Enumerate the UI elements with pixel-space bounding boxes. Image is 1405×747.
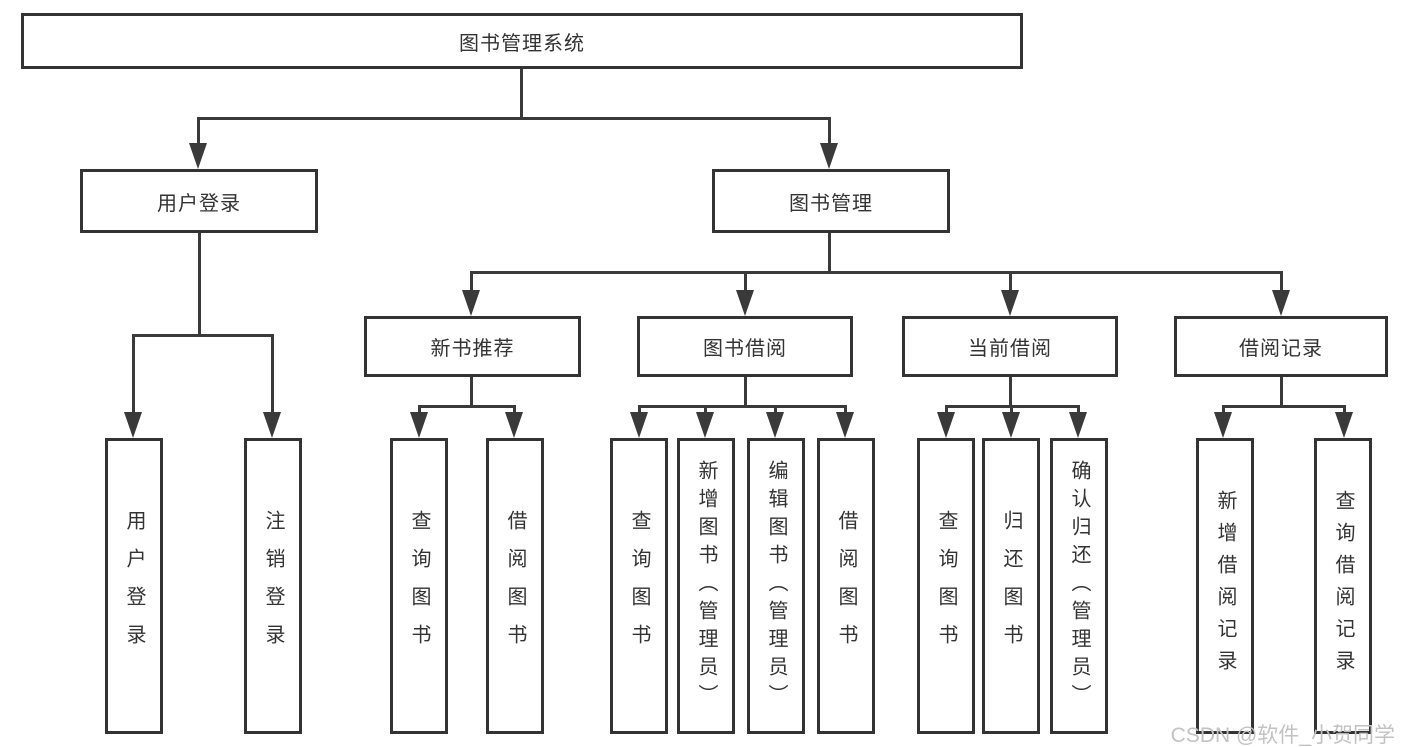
- node-cb-query-book-label: 查询图书: [935, 510, 957, 662]
- edge-to-bb-edit-book-shaft: [774, 405, 777, 415]
- edge-to-bb-query-book-shaft: [638, 405, 641, 415]
- node-borrow-records: 借阅记录: [1174, 316, 1388, 377]
- arrow-to-cb-query-book-icon: [937, 412, 955, 438]
- node-new-book-recommend: 新书推荐: [364, 316, 581, 377]
- arrow-to-br-add-record-icon: [1214, 412, 1232, 438]
- arrow-to-user-login-icon: [189, 143, 207, 169]
- node-cb-query-book: 查询图书: [917, 438, 975, 734]
- arrow-to-cb-return-book-icon: [1002, 412, 1020, 438]
- node-nbr-borrow-book: 借阅图书: [486, 438, 544, 734]
- node-cb-return-book-label: 归还图书: [1000, 510, 1022, 662]
- arrow-to-bb-borrow-book-icon: [836, 412, 854, 438]
- edge-root-rail: [197, 117, 830, 120]
- edge-to-bb-borrow-book-shaft: [844, 405, 847, 415]
- edge-new-book-recommend-stem: [470, 377, 473, 408]
- edge-to-leaf-user-login-shaft: [132, 334, 135, 415]
- arrow-to-book-management-icon: [820, 143, 838, 169]
- arrow-to-nbr-query-book-icon: [410, 412, 428, 438]
- node-br-query-record-label: 查询借阅记录: [1332, 490, 1354, 682]
- edge-to-new-book-recommend-shaft: [470, 271, 473, 293]
- node-bb-add-book-label: 新增图书（管理员）: [695, 460, 717, 712]
- edge-to-current-borrow-shaft: [1009, 271, 1012, 293]
- edge-to-bb-add-book-shaft: [704, 405, 707, 415]
- node-cb-confirm-return-label: 确认归还（管理员）: [1068, 460, 1090, 712]
- edge-user-login-stem: [198, 233, 201, 337]
- edge-to-nbr-query-book-shaft: [418, 405, 421, 415]
- arrow-to-leaf-user-login-icon: [124, 412, 142, 438]
- arrow-to-bb-add-book-icon: [696, 412, 714, 438]
- edge-book-management-stem: [828, 233, 831, 274]
- node-br-query-record: 查询借阅记录: [1314, 438, 1372, 734]
- edge-to-nbr-borrow-book-shaft: [513, 405, 516, 415]
- edge-to-book-borrow-shaft: [744, 271, 747, 293]
- node-leaf-user-login-label: 用户登录: [123, 510, 145, 662]
- node-nbr-borrow-book-label: 借阅图书: [504, 510, 526, 662]
- node-bb-edit-book: 编辑图书（管理员）: [747, 438, 805, 734]
- node-current-borrow-label: 当前借阅: [968, 338, 1052, 360]
- edge-book-management-rail: [470, 271, 1283, 274]
- node-bb-query-book-label: 查询图书: [628, 510, 650, 662]
- node-bb-edit-book-label: 编辑图书（管理员）: [765, 460, 787, 712]
- node-new-book-recommend-label: 新书推荐: [430, 338, 515, 360]
- node-bb-borrow-book: 借阅图书: [817, 438, 875, 734]
- node-root-label: 图书管理系统: [459, 32, 585, 55]
- arrow-to-bb-edit-book-icon: [766, 412, 784, 438]
- csdn-watermark: CSDN @软件_小贺同学: [1170, 724, 1395, 747]
- edge-book-borrow-stem: [744, 377, 747, 408]
- node-cb-return-book: 归还图书: [982, 438, 1040, 734]
- arrow-to-book-borrow-icon: [736, 290, 754, 316]
- node-nbr-query-book: 查询图书: [390, 438, 448, 734]
- edge-to-borrow-records-shaft: [1280, 271, 1283, 293]
- node-leaf-logout-label: 注销登录: [262, 510, 284, 662]
- node-book-borrow-label: 图书借阅: [703, 338, 787, 360]
- edge-to-cb-return-book-shaft: [1010, 405, 1013, 415]
- arrow-to-bb-query-book-icon: [630, 412, 648, 438]
- edge-borrow-records-stem: [1280, 377, 1283, 408]
- edge-to-book-management-shaft: [828, 117, 831, 146]
- node-book-management: 图书管理: [712, 169, 950, 233]
- edge-to-br-query-record-shaft: [1343, 405, 1346, 415]
- node-cb-confirm-return: 确认归还（管理员）: [1050, 438, 1108, 734]
- edge-borrow-records-rail: [1222, 405, 1346, 408]
- arrow-to-leaf-logout-icon: [263, 412, 281, 438]
- node-borrow-records-label: 借阅记录: [1239, 338, 1323, 360]
- arrow-to-cb-confirm-return-icon: [1069, 412, 1087, 438]
- edge-to-cb-confirm-return-shaft: [1077, 405, 1080, 415]
- node-user-login: 用户登录: [80, 169, 318, 233]
- edge-user-login-rail: [132, 334, 274, 337]
- node-leaf-user-login: 用户登录: [105, 438, 163, 734]
- edge-book-borrow-rail: [638, 405, 847, 408]
- node-bb-query-book: 查询图书: [610, 438, 668, 734]
- node-book-borrow: 图书借阅: [637, 316, 853, 377]
- arrow-to-new-book-recommend-icon: [462, 290, 480, 316]
- node-user-login-label: 用户登录: [157, 192, 241, 215]
- node-root: 图书管理系统: [21, 13, 1023, 69]
- edge-to-br-add-record-shaft: [1222, 405, 1225, 415]
- node-nbr-query-book-label: 查询图书: [408, 510, 430, 662]
- arrow-to-current-borrow-icon: [1001, 290, 1019, 316]
- edge-to-user-login-shaft: [197, 117, 200, 146]
- node-bb-borrow-book-label: 借阅图书: [835, 510, 857, 662]
- arrow-to-br-query-record-icon: [1335, 412, 1353, 438]
- node-current-borrow: 当前借阅: [902, 316, 1118, 377]
- node-book-management-label: 图书管理: [789, 192, 873, 215]
- edge-to-leaf-logout-shaft: [271, 334, 274, 415]
- edge-current-borrow-stem: [1009, 377, 1012, 408]
- arrow-to-borrow-records-icon: [1272, 290, 1290, 316]
- node-br-add-record-label: 新增借阅记录: [1214, 490, 1236, 682]
- edge-root-stem: [520, 68, 523, 120]
- node-leaf-logout: 注销登录: [244, 438, 302, 734]
- node-bb-add-book: 新增图书（管理员）: [677, 438, 735, 734]
- edge-to-cb-query-book-shaft: [945, 405, 948, 415]
- edge-new-book-recommend-rail: [418, 405, 516, 408]
- node-br-add-record: 新增借阅记录: [1196, 438, 1254, 734]
- arrow-to-nbr-borrow-book-icon: [505, 412, 523, 438]
